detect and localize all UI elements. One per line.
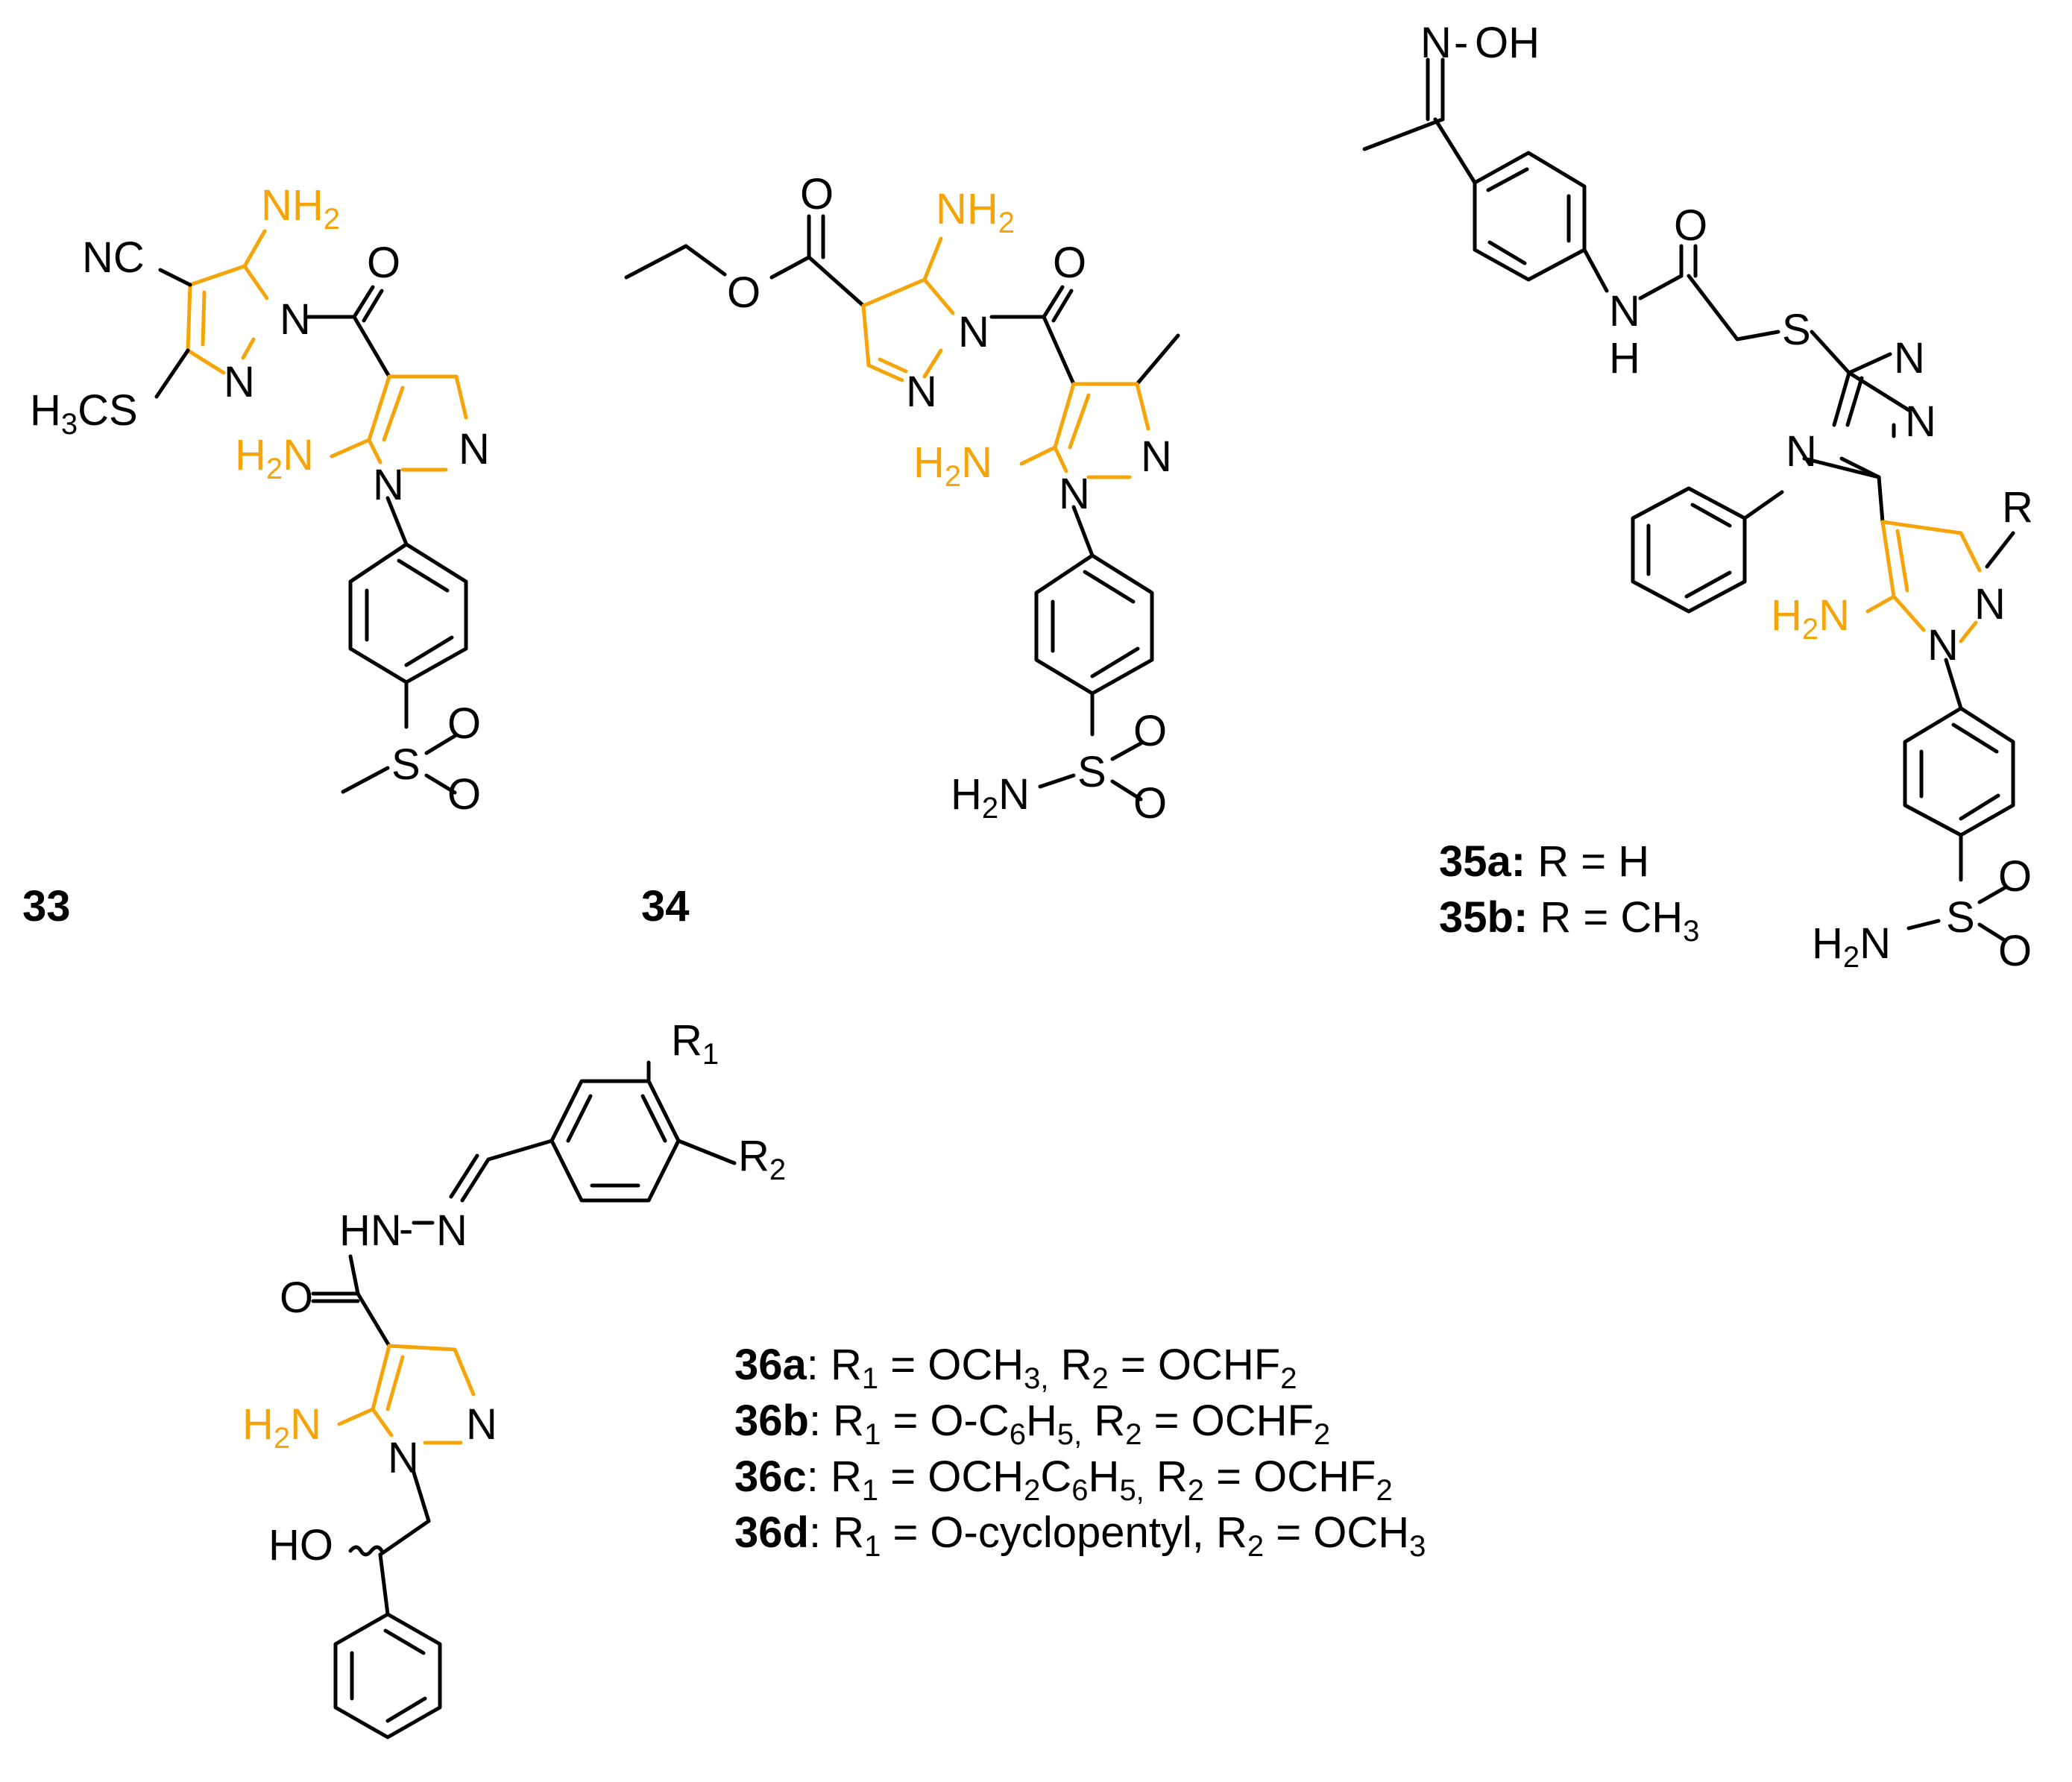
compound-36-hydroxyphenethyl xyxy=(333,1470,442,1740)
compound-36-r1-label: R1 xyxy=(671,1016,719,1071)
compound-35-amide-o-label: O xyxy=(1674,201,1707,250)
compound-33-o-label: O xyxy=(367,239,400,287)
compound-36-bonds xyxy=(311,1060,737,1348)
compound-34-n4-label: N xyxy=(1059,470,1090,518)
compound-35-o1-label: O xyxy=(1998,852,2032,901)
compound-36-n-label: N xyxy=(436,1206,467,1255)
compound-34-h2n-sulf-label: H2N xyxy=(951,770,1030,825)
compound-34-id: 34 xyxy=(641,882,690,931)
compound-34: O O NH2 N N O N N H2N S O O H2N 34 xyxy=(624,170,1180,931)
compound-33-id: 33 xyxy=(22,882,71,931)
compound-33-n1-label: N xyxy=(280,295,311,344)
compound-34-o-ester-label: O xyxy=(727,268,761,317)
compound-33-o2-label: O xyxy=(447,770,481,819)
compound-36: R1 R2 HN - N O N N H2N HO 36a: R1 = OCH3… xyxy=(242,1016,1426,1740)
compound-33-lower-pyrazole xyxy=(330,374,468,472)
compound-35-s-label: S xyxy=(1946,893,1975,942)
compound-33-n4-label: N xyxy=(373,461,404,509)
compound-34-upper-pyrazole xyxy=(861,236,955,382)
compound-35-oxime-n-label: N xyxy=(1420,19,1452,67)
compound-35-nh-n-label: N xyxy=(1609,287,1640,336)
compound-33-bonds xyxy=(154,268,391,399)
compound-36b-legend: 36b: R1 = O-C6H5, R2 = OCHF2 xyxy=(734,1397,1330,1451)
compound-36c-legend: 36c: R1 = OCH2C6H5, R2 = OCHF2 xyxy=(734,1452,1393,1507)
compound-35-triazole-n4-label: N xyxy=(1786,427,1817,476)
compound-34-o-co-label: O xyxy=(1053,239,1086,287)
compound-35-pz-n2-label: N xyxy=(1927,621,1959,670)
compound-33-phenyl xyxy=(341,496,468,795)
compound-35-oxime-dash: - xyxy=(1454,19,1468,67)
compound-34-h2n-label: H2N xyxy=(913,438,992,493)
compound-35-nh-h-label: H xyxy=(1609,334,1640,382)
compound-33-sch3-label: H3CS xyxy=(30,386,138,441)
compound-34-phenyl xyxy=(1034,505,1154,802)
compound-34-n2-label: N xyxy=(906,368,937,416)
compound-36-pyrazole xyxy=(337,1344,476,1445)
compound-34-s-label: S xyxy=(1077,748,1106,796)
compound-35-oh-label: OH xyxy=(1475,19,1540,67)
compound-35-o2-label: O xyxy=(1998,927,2032,975)
compound-36-hn-dash: - xyxy=(399,1205,413,1253)
compound-35-phenyl-sulfonamide xyxy=(1903,658,2015,943)
compound-35-r-label: R xyxy=(2002,483,2033,532)
compound-36-o-label: O xyxy=(280,1273,313,1322)
compound-33-n3-label: N xyxy=(459,425,490,473)
compound-34-o2-label: O xyxy=(1133,779,1167,828)
compound-34-o-top-label: O xyxy=(800,170,834,218)
compound-33-s-label: S xyxy=(391,740,421,789)
compound-33-nc-label: NC xyxy=(82,233,145,282)
compound-33-h2n-label: H2N xyxy=(235,431,314,485)
compound-35-pyrazole xyxy=(1865,520,1982,643)
compound-36-r2-label: R2 xyxy=(738,1132,786,1186)
compound-35-pz-n1-label: N xyxy=(1974,580,2006,629)
compound-35-triazole-n2-label: N xyxy=(1905,397,1936,446)
compound-33-o1-label: O xyxy=(447,699,481,748)
compound-35-h2n-sulf-label: H2N xyxy=(1812,919,1891,974)
compound-35: N - OH O N H S N N N R N N H2N S O O H2N… xyxy=(1362,19,2033,975)
compound-36-n1-label: N xyxy=(466,1400,497,1449)
compound-34-lower-pyrazole xyxy=(1019,382,1150,479)
compound-34-nh2-label: NH2 xyxy=(936,185,1015,239)
compound-33-nh2-top: NH2 xyxy=(261,181,340,236)
compound-36-ho-label: HO xyxy=(268,1521,333,1570)
compound-33: NH2 NC N N H3CS O N N H2N S O O 33 xyxy=(22,181,490,931)
compound-34-n1-label: N xyxy=(958,308,989,356)
compound-36d-legend: 36d: R1 = O-cyclopentyl, R2 = OCH3 xyxy=(734,1508,1426,1563)
compound-33-n2-label: N xyxy=(224,358,255,406)
compound-35-triazole-n1-label: N xyxy=(1894,334,1925,382)
compound-35a-legend: 35a: R = H xyxy=(1439,837,1649,886)
compound-35-h2n-label: H2N xyxy=(1771,591,1850,646)
compound-34-n3-label: N xyxy=(1141,432,1172,481)
compound-36-hn-label: HN xyxy=(339,1206,402,1255)
compound-35-thio-s-label: S xyxy=(1782,306,1811,354)
compound-36a-legend: 36a: R1 = OCH3, R2 = OCHF2 xyxy=(734,1341,1297,1395)
compound-34-bonds xyxy=(624,214,1180,386)
compound-36-n2-label: N xyxy=(388,1434,419,1482)
compound-33-upper-pyrazole xyxy=(186,229,269,375)
compound-35b-legend: 35b: R = CH3 xyxy=(1439,893,1699,948)
compound-34-o1-label: O xyxy=(1133,707,1167,755)
compound-35-bonds xyxy=(1362,57,2015,614)
compound-36-h2n-label: H2N xyxy=(242,1400,321,1455)
